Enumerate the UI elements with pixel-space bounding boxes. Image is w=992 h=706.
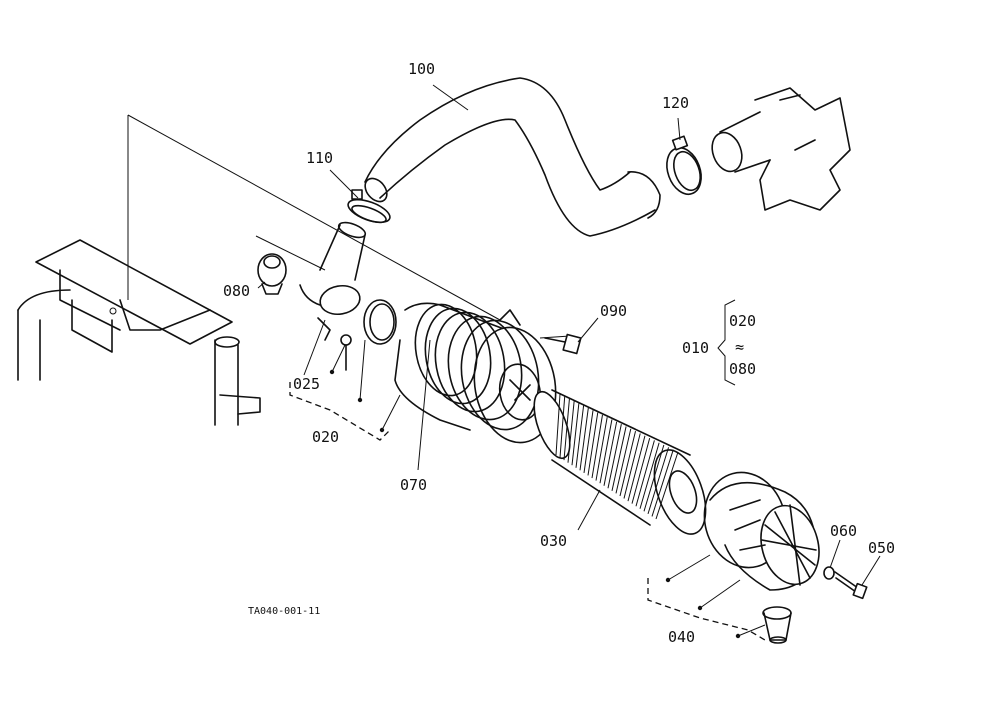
label-100: 100 [408,60,435,78]
part-labels: 100 120 110 080 090 025 020 070 030 060 … [223,60,895,646]
label-020: 020 [312,428,339,446]
filter-pleat [587,412,599,476]
label-025: 025 [293,375,320,393]
filter-pleat [555,393,561,456]
drawing-code: TA040-001-11 [248,606,320,617]
label-110: 110 [306,149,333,167]
assembly-bottom-label: 080 [729,360,756,378]
filter-element-030 [533,389,707,535]
filter-pleat [615,428,632,494]
inlet-elbow [299,221,367,341]
hose-clamp-110 [347,189,391,224]
label-070: 070 [400,476,427,494]
filter-pleat [643,444,665,512]
label-leaders [257,84,881,586]
assembly-brace-010 [717,299,736,386]
filter-pleat [591,414,603,479]
hose-clamp-120 [666,135,702,196]
filter-pleat [575,405,585,468]
bolt-020 [340,334,352,371]
assembly-top-label: 020 [729,312,756,330]
bolt-090 [544,333,582,355]
filter-pleat [571,403,580,466]
assembly-parent-label: 010 [682,339,709,357]
filter-cover-040 [703,471,820,591]
gasket-ring [363,299,397,345]
filter-pleat [631,437,651,504]
filter-pleat [619,431,637,497]
filter-pleat [599,419,613,484]
filter-pleat [607,424,622,489]
filter-pleat [639,442,660,509]
evacuator-valve [762,606,792,644]
label-080: 080 [223,282,250,300]
restriction-indicator-080 [257,253,287,295]
filter-pleat [635,440,655,507]
filter-pleat [583,410,594,473]
filter-pleat [567,400,575,463]
filter-pleat [623,433,641,499]
label-030: 030 [540,532,567,550]
label-050: 050 [868,539,895,557]
filter-pleat [647,447,670,515]
filter-pleat [603,421,618,486]
washer-060 [823,566,835,580]
leader-lines [127,114,571,339]
engine-intake [711,87,851,211]
frame-bracket [17,239,261,426]
dashed-bracket-020 [289,339,401,441]
bolt-050 [834,571,868,600]
filter-pleat [595,417,608,481]
filter-pleat [579,407,589,471]
filter-pleat [655,451,679,520]
filter-pleat [559,396,566,458]
filter-pleat [627,435,646,502]
label-060: 060 [830,522,857,540]
dashed-bracket-040 [647,554,766,641]
filter-pleat [651,449,674,517]
label-120: 120 [662,94,689,112]
filter-pleat [563,398,570,461]
label-090: 090 [600,302,627,320]
intake-hose-100 [364,77,661,237]
label-040: 040 [668,628,695,646]
filter-pleat [611,426,627,491]
assembly-range-mark: ≈ [735,338,744,356]
